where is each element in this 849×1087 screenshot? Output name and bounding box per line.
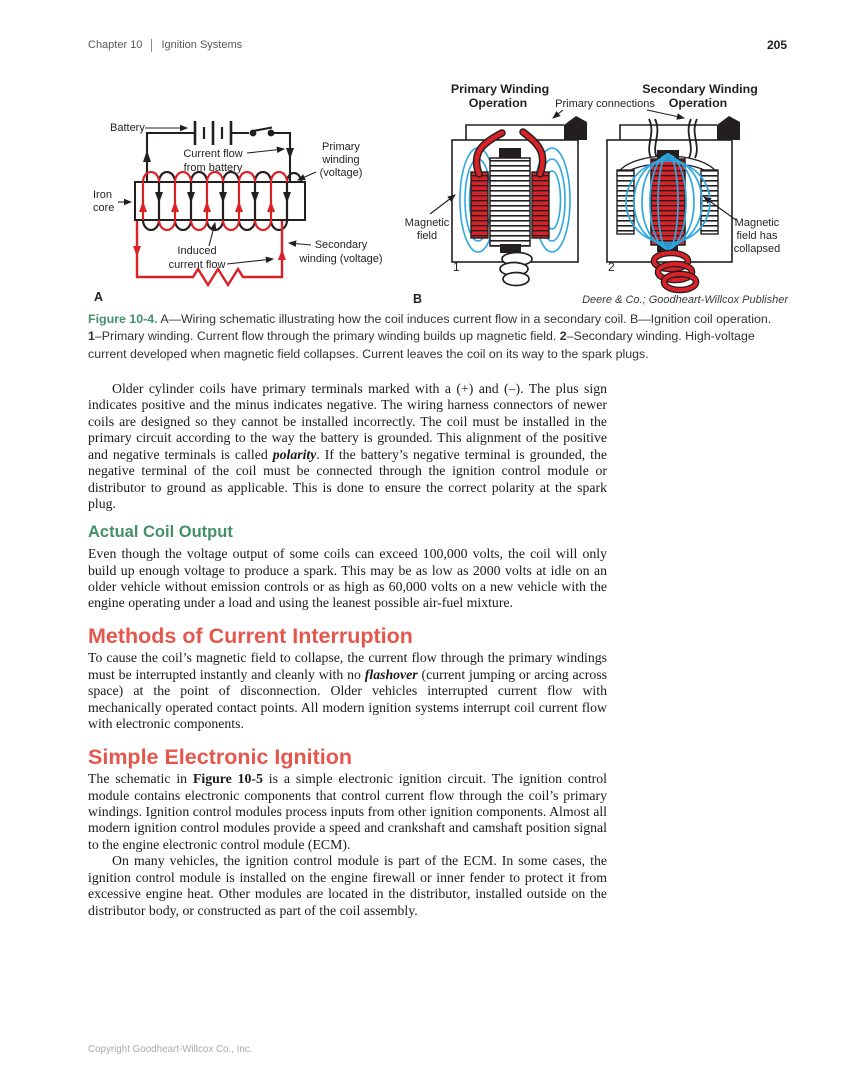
iron-core-rect bbox=[134, 181, 306, 221]
page-header: Chapter 10 Ignition Systems 205 bbox=[88, 38, 787, 52]
high-voltage-spring-lead bbox=[650, 249, 700, 294]
copyright-notice: Copyright Goodheart-Willcox Co., Inc. bbox=[88, 1044, 253, 1055]
current-arrow-down bbox=[286, 148, 294, 159]
magnetic-field-label: Magnetic bbox=[405, 217, 450, 229]
coil-cap-bottom bbox=[500, 244, 521, 253]
header-divider bbox=[151, 38, 153, 52]
primary-connections-label: Primary connections bbox=[555, 98, 655, 110]
paragraph-coil-output: Even though the voltage output of some c… bbox=[88, 546, 607, 611]
figure-caption: Figure 10-4. A—Wiring schematic illustra… bbox=[88, 311, 772, 363]
iron-core-label: Iron bbox=[93, 189, 112, 201]
body-text-column: Older cylinder coils have primary termin… bbox=[88, 381, 607, 919]
induced-current-label: current flow bbox=[169, 259, 226, 271]
connection-arrows bbox=[552, 109, 686, 120]
step-number-1: 1 bbox=[453, 260, 460, 274]
primary-lead-wires bbox=[472, 128, 547, 178]
figure-caption-text: A—Wiring schematic illustrating how the … bbox=[160, 312, 772, 326]
paragraph-text: (current jumping or arcing across space)… bbox=[88, 666, 607, 732]
induced-arrow-up bbox=[278, 249, 286, 260]
primary-coil-assembly: 1 bbox=[451, 116, 587, 287]
winding-current-arrows bbox=[139, 192, 291, 212]
secondary-winding-coils bbox=[141, 170, 289, 232]
secondary-circuit-wire bbox=[135, 221, 284, 288]
magnetic-field-arrow bbox=[429, 194, 456, 215]
heading-actual-coil-output: Actual Coil Output bbox=[88, 522, 233, 541]
key-term-polarity: polarity bbox=[272, 446, 317, 462]
heading-methods-of-current-interruption: Methods of Current Interruption bbox=[88, 623, 413, 648]
primary-lead-wires bbox=[648, 118, 698, 159]
ignition-coil-operation-diagram: Primary Winding Operation Primary connec… bbox=[405, 82, 790, 306]
secondary-spring-lead bbox=[499, 251, 533, 287]
current-flow-label: from battery bbox=[184, 162, 243, 174]
header-chapter: Chapter 10 bbox=[88, 39, 143, 51]
primary-operation-title: Primary Winding bbox=[451, 82, 549, 96]
battery-symbol bbox=[193, 121, 233, 145]
paragraph-polarity: Older cylinder coils have primary termin… bbox=[88, 381, 607, 513]
figure-caption-text: –Secondary winding. High-voltage current… bbox=[88, 329, 755, 361]
secondary-operation-title: Secondary Winding bbox=[642, 82, 758, 96]
secondary-winding-stack bbox=[650, 158, 686, 246]
primary-winding-right bbox=[531, 171, 550, 239]
figure-caption-text: –Primary winding. Current flow through t… bbox=[94, 329, 560, 344]
collapsed-field-label: field has bbox=[737, 230, 778, 242]
paragraph-text: . If the battery’s negative terminal is … bbox=[88, 446, 607, 512]
coil-cap-top bbox=[499, 148, 521, 160]
secondary-coil-assembly: 2 bbox=[606, 116, 740, 294]
paragraph-flashover: To cause the coil’s magnetic field to co… bbox=[88, 650, 607, 732]
induced-arrow-down bbox=[133, 246, 141, 257]
iron-core-label: core bbox=[93, 202, 114, 214]
primary-winding-label: Primary bbox=[322, 141, 360, 153]
terminal-block bbox=[717, 116, 740, 140]
terminal-block bbox=[564, 116, 587, 140]
primary-operation-title: Operation bbox=[469, 96, 528, 110]
paragraph-text: To cause the coil’s magnetic field to co… bbox=[88, 650, 607, 682]
primary-winding-label: (voltage) bbox=[320, 167, 363, 179]
paragraph-text: is a simple electronic ignition circuit.… bbox=[88, 771, 607, 852]
battery-label: Battery bbox=[110, 122, 145, 134]
collapsed-field-label: collapsed bbox=[734, 243, 780, 255]
heading-simple-electronic-ignition: Simple Electronic Ignition bbox=[88, 744, 353, 769]
key-term-flashover: flashover bbox=[364, 666, 418, 682]
magnetic-field-label: field bbox=[417, 230, 437, 242]
secondary-winding-label: Secondary bbox=[315, 239, 368, 251]
induced-current-label: Induced bbox=[177, 245, 216, 257]
paragraph-ignition-module: The schematic in Figure 10-5 is a simple… bbox=[88, 771, 607, 853]
diagram-b-label: B bbox=[413, 292, 422, 306]
page-number: 205 bbox=[766, 38, 787, 52]
callout-arrows bbox=[118, 124, 317, 265]
primary-winding-left bbox=[470, 171, 489, 239]
step-number-2: 2 bbox=[608, 260, 615, 274]
primary-circuit-wire bbox=[145, 131, 292, 182]
secondary-winding-stack bbox=[489, 157, 531, 247]
current-arrow-up bbox=[143, 150, 151, 162]
secondary-winding-label: winding (voltage) bbox=[298, 253, 382, 265]
diagram-a-label: A bbox=[94, 290, 103, 304]
figure-caption-number: Figure 10-4. bbox=[88, 312, 158, 326]
primary-winding-label: winding bbox=[321, 154, 359, 166]
paragraph-module-location: On many vehicles, the ignition control m… bbox=[88, 853, 607, 918]
paragraph-text: The schematic in bbox=[88, 771, 193, 787]
figure-reference: Figure 10-5 bbox=[192, 771, 263, 787]
paragraph-text: Older cylinder coils have primary termin… bbox=[88, 381, 607, 462]
wiring-schematic-diagram: Battery Current flow from battery Primar… bbox=[93, 121, 383, 304]
figure-caption-bold: 1 bbox=[88, 329, 95, 344]
figure-caption-bold: 2 bbox=[559, 329, 567, 344]
collapsed-field-arrow bbox=[703, 196, 737, 221]
secondary-operation-title: Operation bbox=[669, 96, 728, 110]
contact-points-switch bbox=[249, 126, 275, 137]
current-flow-label: Current flow bbox=[183, 148, 242, 160]
figure-credit: Deere & Co.; Goodheart-Willcox Publisher bbox=[582, 294, 789, 306]
header-section: Ignition Systems bbox=[161, 39, 243, 51]
collapsed-field-label: Magnetic bbox=[735, 217, 780, 229]
